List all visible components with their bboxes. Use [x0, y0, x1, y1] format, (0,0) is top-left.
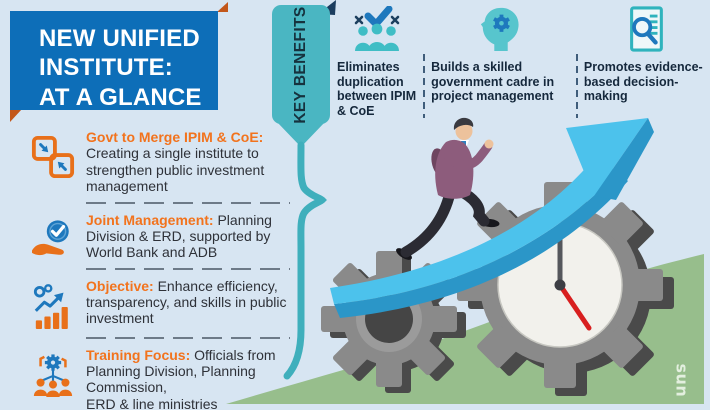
bullet-body: Enhance efficiency, transparency, and sk… — [86, 277, 287, 327]
benefit-text: Builds a skilled government cadre in pro… — [431, 60, 555, 103]
key-benefits-ribbon: KEY BENEFITS — [272, 5, 330, 124]
benefit-item: Eliminates duplication between IPIM & Co… — [337, 5, 417, 118]
bullet-heading: Joint Management: — [86, 211, 218, 228]
doc-search-icon — [626, 6, 666, 57]
list-item: Govt to Merge IPIM & CoE: Creating a sin… — [30, 124, 312, 199]
bullet-body: Officials from Planning Division, Planni… — [86, 346, 276, 410]
divider-swoosh — [283, 141, 327, 380]
bullet-list: Govt to Merge IPIM & CoE: Creating a sin… — [30, 124, 312, 410]
clock-red-hand — [557, 282, 592, 331]
benefits-row: Eliminates duplication between IPIM & Co… — [337, 5, 709, 118]
ribbon-label: KEY BENEFITS — [292, 5, 309, 124]
bullet-divider — [86, 336, 290, 339]
bullet-body: Creating a single institute to strengthe… — [86, 145, 265, 195]
sun-watermark: sun — [666, 362, 694, 402]
title-fold-bottom-icon — [10, 109, 22, 122]
benefit-divider — [575, 54, 578, 118]
list-item: Objective: Enhance efficiency, transpare… — [30, 273, 312, 334]
bullet-divider — [86, 267, 290, 270]
ribbon-arrow-icon — [277, 122, 325, 147]
sun-logo-text: sun — [672, 363, 692, 398]
title-box: NEW UNIFIED INSTITUTE: AT A GLANCE — [10, 11, 218, 111]
page-title: NEW UNIFIED INSTITUTE: AT A GLANCE — [39, 25, 202, 111]
bullet-divider — [86, 201, 290, 204]
benefit-text: Eliminates duplication between IPIM & Co… — [337, 60, 417, 118]
benefit-item: Builds a skilled government cadre in pro… — [431, 6, 570, 118]
training-icon — [30, 347, 76, 410]
team-check-icon — [349, 5, 405, 57]
growth-arrow — [330, 118, 654, 318]
list-item: Training Focus: Officials from Planning … — [30, 342, 312, 410]
head-gear-icon — [478, 6, 524, 57]
benefit-text: Promotes evidence-based decision-making — [583, 60, 703, 103]
endorse-icon — [30, 212, 76, 261]
bullet-heading: Training Focus: — [86, 346, 195, 363]
bullet-heading: Objective: — [86, 277, 158, 294]
growth-icon — [30, 278, 76, 330]
bullet-heading: Govt to Merge IPIM & CoE: — [86, 129, 264, 145]
benefit-divider — [423, 54, 426, 118]
benefit-item: Promotes evidence-based decision-making — [584, 6, 709, 118]
list-item: Joint Management: Planning Division & ER… — [30, 207, 312, 265]
bullet-body: Planning Division & ERD, supported by Wo… — [86, 211, 272, 261]
title-fold-top-icon — [217, 2, 228, 12]
runner — [396, 117, 500, 260]
merge-icon — [30, 129, 76, 195]
